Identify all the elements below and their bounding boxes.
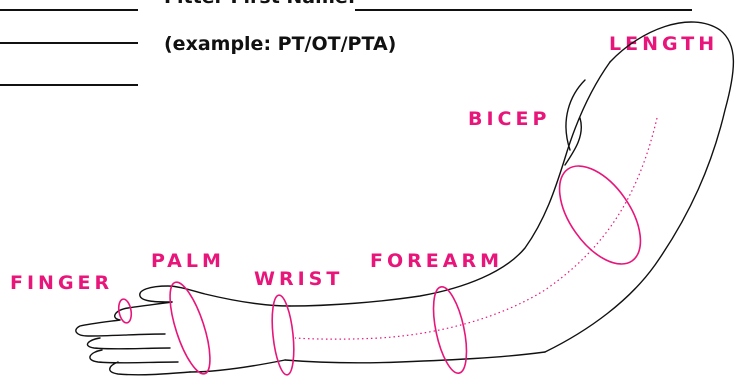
forearm-bottom (285, 352, 545, 363)
arm-outline-inner (290, 62, 610, 306)
finger-2 (87, 338, 170, 349)
finger-3 (90, 350, 178, 363)
length-dotted-line (295, 118, 657, 339)
forearm-ring (427, 284, 473, 376)
palm-ring (162, 278, 218, 378)
hand-bottom (190, 360, 285, 372)
finger-4 (110, 362, 190, 375)
arm-outline-top (545, 22, 733, 352)
shoulder-line (566, 80, 585, 150)
thumb (115, 302, 172, 320)
finger-1 (76, 320, 165, 336)
